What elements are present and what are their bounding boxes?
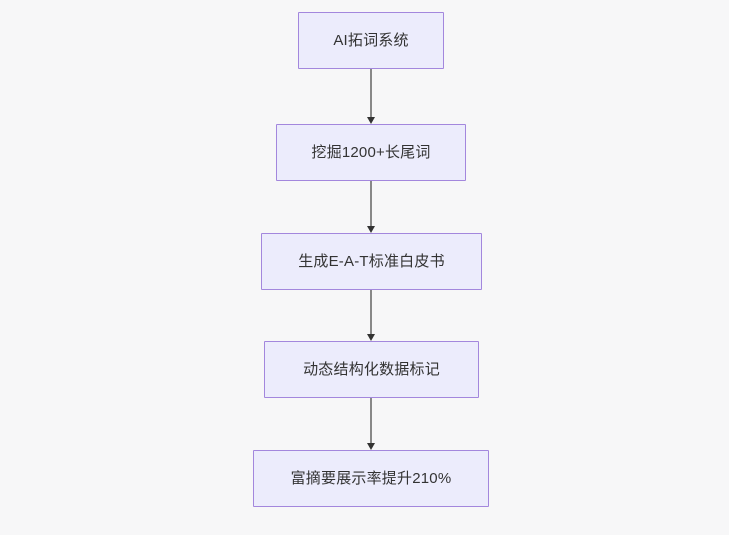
arrowhead-icon (367, 117, 375, 124)
arrowhead-icon (367, 443, 375, 450)
arrowhead-icon (367, 226, 375, 233)
flow-node-ai-keyword-system[interactable]: AI拓词系统 (298, 12, 444, 69)
flow-node-mine-longtail-keywords[interactable]: 挖掘1200+长尾词 (276, 124, 466, 181)
flow-node-rich-snippet-rate-increase[interactable]: 富摘要展示率提升210% (253, 450, 489, 507)
arrowhead-icon (367, 334, 375, 341)
connector-node2-node3 (364, 181, 378, 233)
connector-line (370, 69, 372, 118)
connector-line (370, 290, 372, 335)
connector-node1-node2 (364, 69, 378, 124)
flow-node-label: 动态结构化数据标记 (303, 361, 440, 378)
connector-line (370, 181, 372, 227)
connector-node4-node5 (364, 398, 378, 450)
flow-node-label: 挖掘1200+长尾词 (311, 144, 431, 161)
connector-node3-node4 (364, 290, 378, 341)
flow-node-label: 生成E-A-T标准白皮书 (298, 253, 445, 270)
connector-line (370, 398, 372, 444)
flow-node-generate-eat-whitepaper[interactable]: 生成E-A-T标准白皮书 (261, 233, 482, 290)
flow-node-label: 富摘要展示率提升210% (290, 470, 452, 487)
flow-node-dynamic-structured-data-markup[interactable]: 动态结构化数据标记 (264, 341, 479, 398)
flow-node-label: AI拓词系统 (333, 32, 409, 49)
